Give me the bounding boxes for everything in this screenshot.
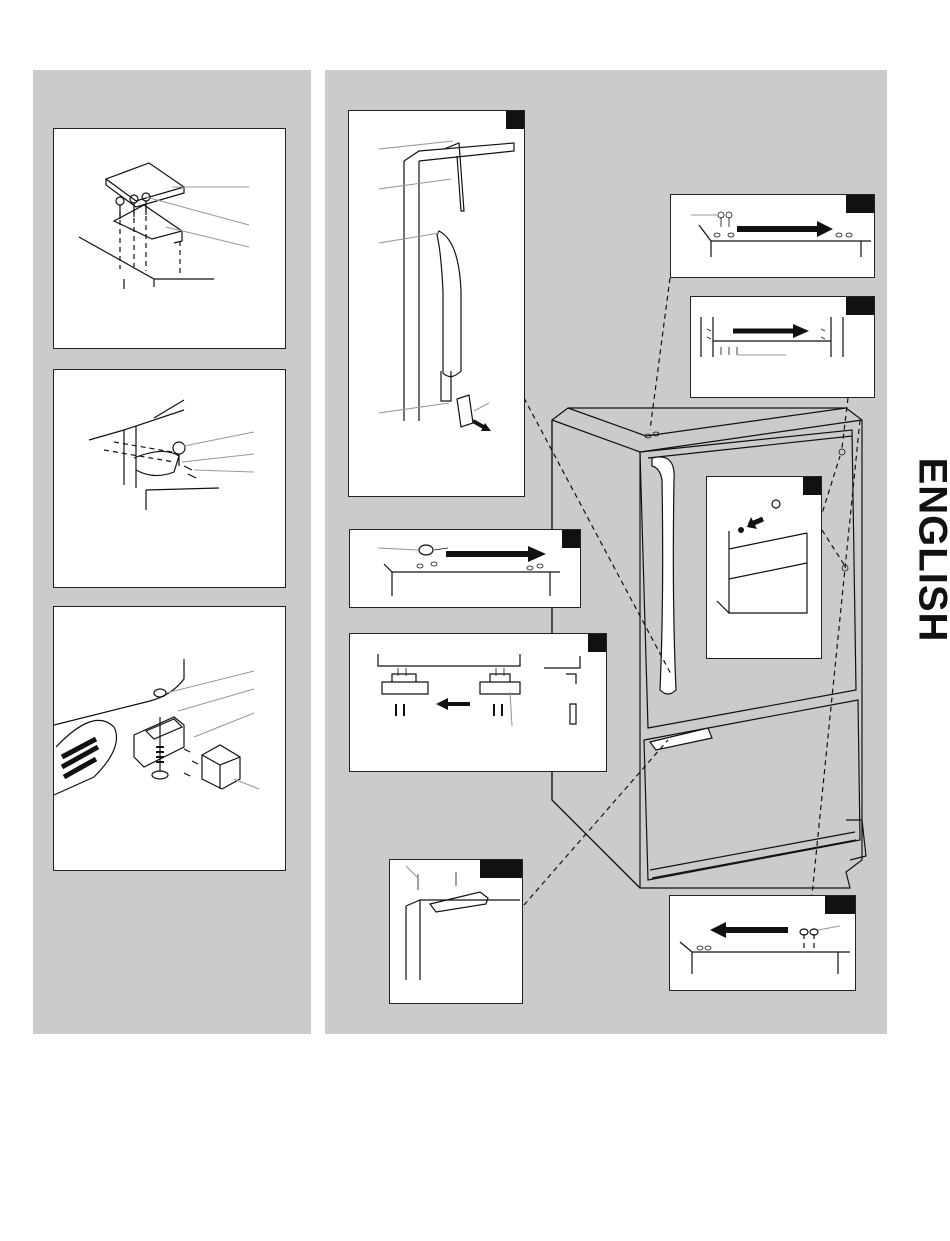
screw-icon: [350, 634, 608, 773]
plug-icon: [670, 896, 857, 992]
figure-handle-screws: [349, 633, 607, 772]
plug-icon: [707, 477, 823, 660]
figure-hinge-screw-holes: [690, 296, 875, 398]
figure-door-handle-removal: [348, 110, 525, 497]
screw-holes-icon: [691, 297, 876, 399]
end-cap-icon: [390, 860, 524, 1005]
figure-door-stop-transfer: [349, 529, 581, 608]
language-label-text: ENGLISH: [910, 458, 950, 643]
door-handle-icon: [349, 111, 526, 498]
figure-freezer-handle-end-cap: [389, 859, 523, 1004]
hole-plug-icon: [671, 195, 876, 279]
language-side-label: ENGLISH: [912, 440, 950, 660]
figure-door-hole-plug: [706, 476, 822, 659]
figure-top-hole-plugs: [670, 194, 875, 278]
door-stop-icon: [350, 530, 582, 609]
figure-bottom-hinge-plugs: [669, 895, 856, 991]
